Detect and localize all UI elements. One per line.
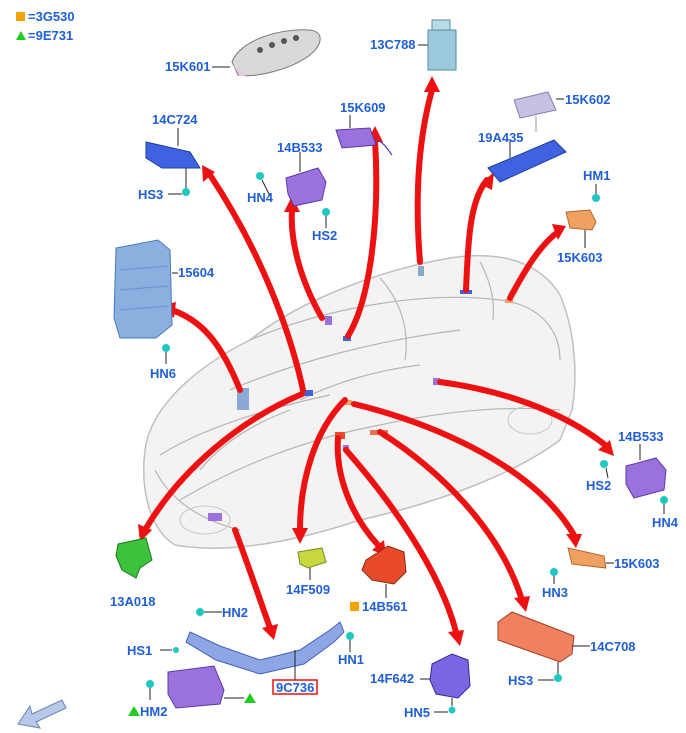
- label-HM1: HM1: [583, 168, 610, 183]
- legend-square-marker: [16, 12, 25, 21]
- label-15K603-top: 15K603: [557, 250, 603, 265]
- part-14B533-top: [256, 152, 330, 228]
- label-13C788: 13C788: [370, 37, 416, 52]
- part-14F642: [420, 653, 471, 714]
- label-HN4-top: HN4: [247, 190, 274, 205]
- part-15K603-top: [565, 184, 600, 248]
- label-15K603-right: 15K603: [614, 556, 660, 571]
- part-15K603-right: [550, 547, 614, 584]
- vehicle-outline: [143, 254, 576, 549]
- part-13C788: [418, 19, 457, 71]
- label-HN6: HN6: [150, 366, 176, 381]
- label-15K601: 15K601: [165, 59, 211, 74]
- label-13A018: 13A018: [110, 594, 156, 609]
- part-14C708: [497, 611, 590, 682]
- label-14C724: 14C724: [152, 112, 198, 127]
- legend-triangle-label: =9E731: [28, 28, 73, 43]
- part-19A435: [487, 139, 567, 183]
- part-14F509: [297, 547, 327, 580]
- part-15K601-key-fob: [212, 29, 321, 77]
- label-19A435: 19A435: [478, 130, 524, 145]
- label-14F642: 14F642: [370, 671, 414, 686]
- label-15K609: 15K609: [340, 100, 386, 115]
- label-HS3-right: HS3: [508, 673, 533, 688]
- label-HN5: HN5: [404, 705, 430, 720]
- label-15604: 15604: [178, 265, 215, 280]
- label-14B533-top: 14B533: [277, 140, 323, 155]
- label-HS2-top: HS2: [312, 228, 337, 243]
- part-15K602: [513, 91, 564, 132]
- label-HS3-top: HS3: [138, 187, 163, 202]
- label-HM2: HM2: [140, 704, 167, 719]
- label-14B533-right: 14B533: [618, 429, 664, 444]
- label-9C736: 9C736: [276, 680, 314, 695]
- label-HS2-right: HS2: [586, 478, 611, 493]
- part-14B561: [350, 545, 407, 611]
- legend-square-label: =3G530: [28, 9, 75, 24]
- legend-triangle-marker: [16, 31, 26, 40]
- label-HN3: HN3: [542, 585, 568, 600]
- label-14C708: 14C708: [590, 639, 636, 654]
- part-HM2-module: [128, 665, 256, 716]
- part-13A018: [115, 537, 153, 579]
- label-HN2: HN2: [222, 605, 248, 620]
- label-14F509: 14F509: [286, 582, 330, 597]
- label-HN4-right: HN4: [652, 515, 679, 530]
- arrows: [138, 76, 614, 646]
- part-9C736-bracket: [160, 608, 354, 695]
- part-15604: [113, 239, 178, 364]
- direction-arrow-icon: [17, 699, 67, 729]
- label-HS1: HS1: [127, 643, 152, 658]
- part-14C724: [145, 128, 201, 196]
- label-15K602: 15K602: [565, 92, 611, 107]
- legend: =3G530 =9E731: [16, 9, 75, 43]
- part-14B533-right: [600, 444, 668, 514]
- part-15K609: [335, 115, 393, 156]
- label-HN1: HN1: [338, 652, 364, 667]
- label-14B561: 14B561: [362, 599, 408, 614]
